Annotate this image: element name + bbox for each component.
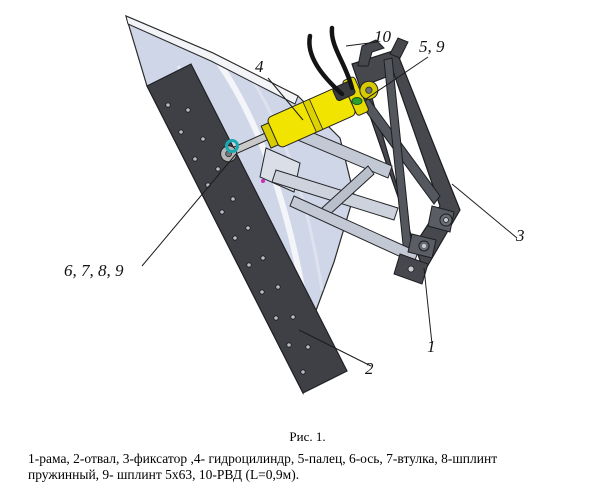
bushing-teal-ring — [225, 139, 239, 153]
description-line-1: 1-рама, 2-отвал, 3-фиксатор ,4- гидроцил… — [28, 451, 498, 466]
linkage-arms — [259, 123, 419, 264]
bolt-dots — [165, 102, 311, 375]
figure-caption: Рис. 1. — [289, 429, 326, 444]
frame-shape — [351, 37, 461, 274]
callout-5-9: 5, 9 — [419, 37, 445, 56]
hose-paths — [307, 25, 355, 97]
callout-2: 2 — [365, 359, 374, 378]
callout-10: 10 — [374, 27, 391, 46]
figure-description: 1-рама, 2-отвал, 3-фиксатор ,4- гидроцил… — [28, 451, 605, 483]
leader-lines — [141, 41, 518, 367]
callout-6-7-8-9: 6, 7, 8, 9 — [64, 261, 124, 280]
description-line-2: пружинный, 9- шплинт 5х63, 10-РВД (L=0,9… — [28, 467, 300, 482]
technical-drawing: 10 5, 9 4 3 1 2 6, 7, 8, 9 — [64, 14, 525, 396]
callout-1: 1 — [427, 337, 436, 356]
frame-lugs — [393, 205, 455, 285]
magenta-mark — [261, 179, 265, 183]
callout-4: 4 — [255, 57, 264, 76]
green-fitting — [351, 97, 363, 105]
diagram-svg — [125, 14, 518, 396]
callout-3: 3 — [516, 226, 525, 245]
